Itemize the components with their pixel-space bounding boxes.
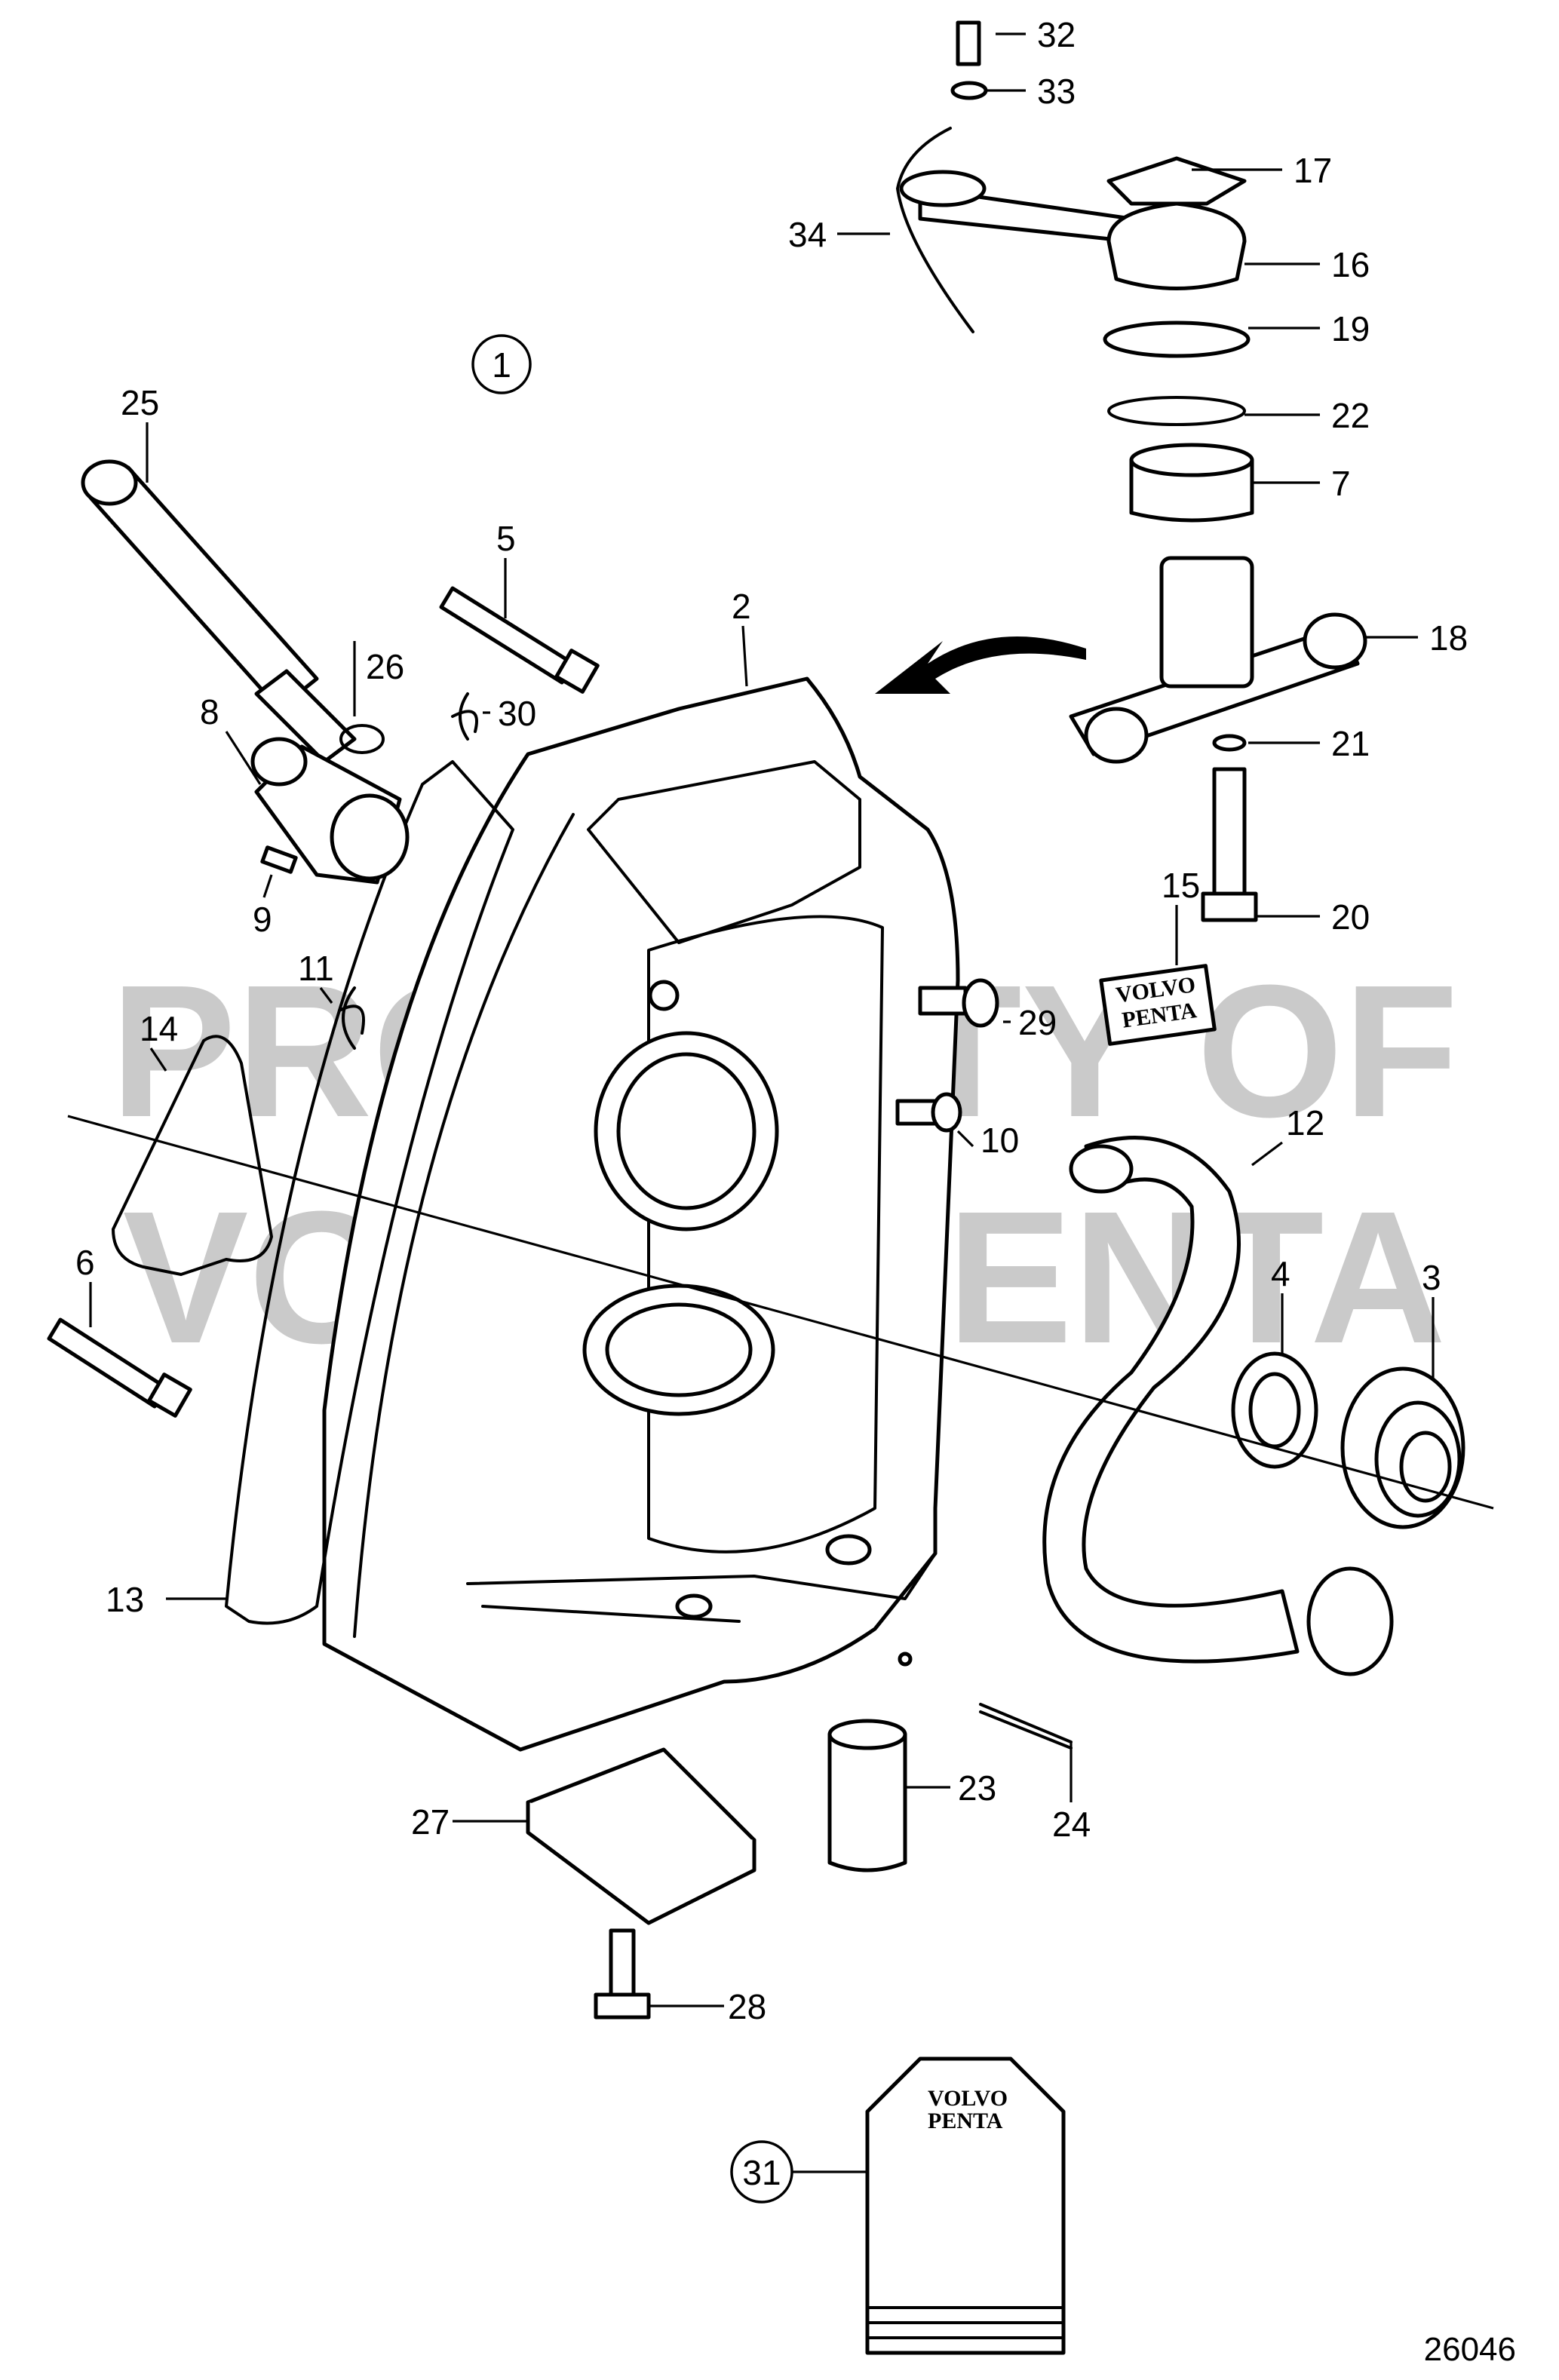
callout-20: 20 — [1331, 897, 1370, 937]
bushing-7 — [1129, 443, 1254, 523]
pin-23 — [827, 1719, 907, 1872]
callout-26: 26 — [366, 647, 404, 686]
callout-17: 17 — [1294, 151, 1332, 190]
callout-23: 23 — [958, 1768, 996, 1808]
callout-22: 22 — [1331, 396, 1370, 435]
callout-32: 32 — [1037, 15, 1076, 54]
pad-27 — [526, 1747, 756, 1925]
callout-15: 15 — [1162, 866, 1200, 905]
clip-11 — [338, 986, 365, 1050]
bellows-frame — [225, 760, 514, 1625]
callout-18: 18 — [1429, 618, 1468, 658]
seal-4 — [1231, 1351, 1318, 1469]
gasket — [112, 1035, 273, 1276]
water-hose-25 — [81, 459, 357, 764]
main-housing — [322, 676, 960, 1752]
callout-5: 5 — [496, 519, 516, 558]
callout-8: 8 — [200, 692, 219, 731]
callout-30: 30 — [498, 694, 536, 733]
bearing-3 — [1340, 1366, 1465, 1529]
callout-4: 4 — [1271, 1254, 1290, 1293]
direction-arrow — [875, 636, 1086, 694]
callout-6: 6 — [75, 1243, 95, 1282]
clip-30 — [451, 692, 478, 741]
figure-number: 26046 — [1424, 2331, 1516, 2368]
callout-25: 25 — [121, 383, 159, 422]
callout-10: 10 — [981, 1121, 1019, 1160]
callout-33: 33 — [1037, 72, 1076, 111]
leader-lines — [67, 32, 1494, 2173]
washer-21 — [1212, 734, 1247, 752]
callout-9: 9 — [253, 900, 272, 939]
o-ring-22 — [1107, 396, 1246, 426]
callout-27: 27 — [411, 1802, 450, 1842]
callout-2: 2 — [732, 587, 751, 626]
plug-10 — [895, 1092, 962, 1133]
bolt-32 — [956, 20, 981, 66]
parts-kit-31: VOLVO PENTA — [865, 2056, 1066, 2355]
callout-21: 21 — [1331, 724, 1370, 763]
circled-callout-31-label: 31 — [742, 2153, 781, 2192]
plug-29 — [918, 978, 999, 1028]
washer-33 — [950, 81, 988, 100]
circled-callout-31: 31 — [730, 2140, 793, 2204]
steering-yoke-18 — [1069, 556, 1367, 764]
o-ring-26 — [339, 724, 385, 754]
kit-brand-line-1: VOLVO — [928, 2086, 1008, 2111]
kit-brand-line-2: PENTA — [928, 2109, 1003, 2133]
callout-34: 34 — [788, 215, 827, 254]
screw-9 — [260, 845, 298, 874]
callout-16: 16 — [1331, 245, 1370, 284]
callout-29: 29 — [1018, 1003, 1057, 1042]
circled-callout-1: 1 — [471, 334, 532, 394]
callout-19: 19 — [1331, 309, 1370, 348]
circled-callout-1-label: 1 — [492, 345, 511, 385]
callout-28: 28 — [728, 1987, 766, 2026]
stud-6 — [47, 1317, 192, 1418]
callout-12: 12 — [1286, 1103, 1324, 1142]
steering-arm — [896, 127, 1247, 333]
bolt-20 — [1201, 767, 1258, 922]
elbow-8 — [250, 737, 410, 885]
volvo-penta-decal: VOLVO PENTA — [1099, 964, 1217, 1046]
callout-7: 7 — [1331, 464, 1351, 503]
exhaust-hose-12 — [1042, 1136, 1394, 1676]
stud-5 — [439, 586, 600, 694]
screw-28 — [594, 1928, 651, 2020]
callout-11: 11 — [298, 949, 334, 988]
callout-labels: 32 33 17 16 19 22 7 18 21 20 34 15 29 10… — [75, 15, 1468, 2026]
callout-3: 3 — [1422, 1258, 1441, 1297]
cotter-pin-24 — [979, 1703, 1073, 1750]
callout-13: 13 — [106, 1580, 144, 1619]
seal-ring-19 — [1103, 321, 1251, 358]
callout-14: 14 — [140, 1009, 178, 1048]
callout-24: 24 — [1052, 1805, 1091, 1844]
